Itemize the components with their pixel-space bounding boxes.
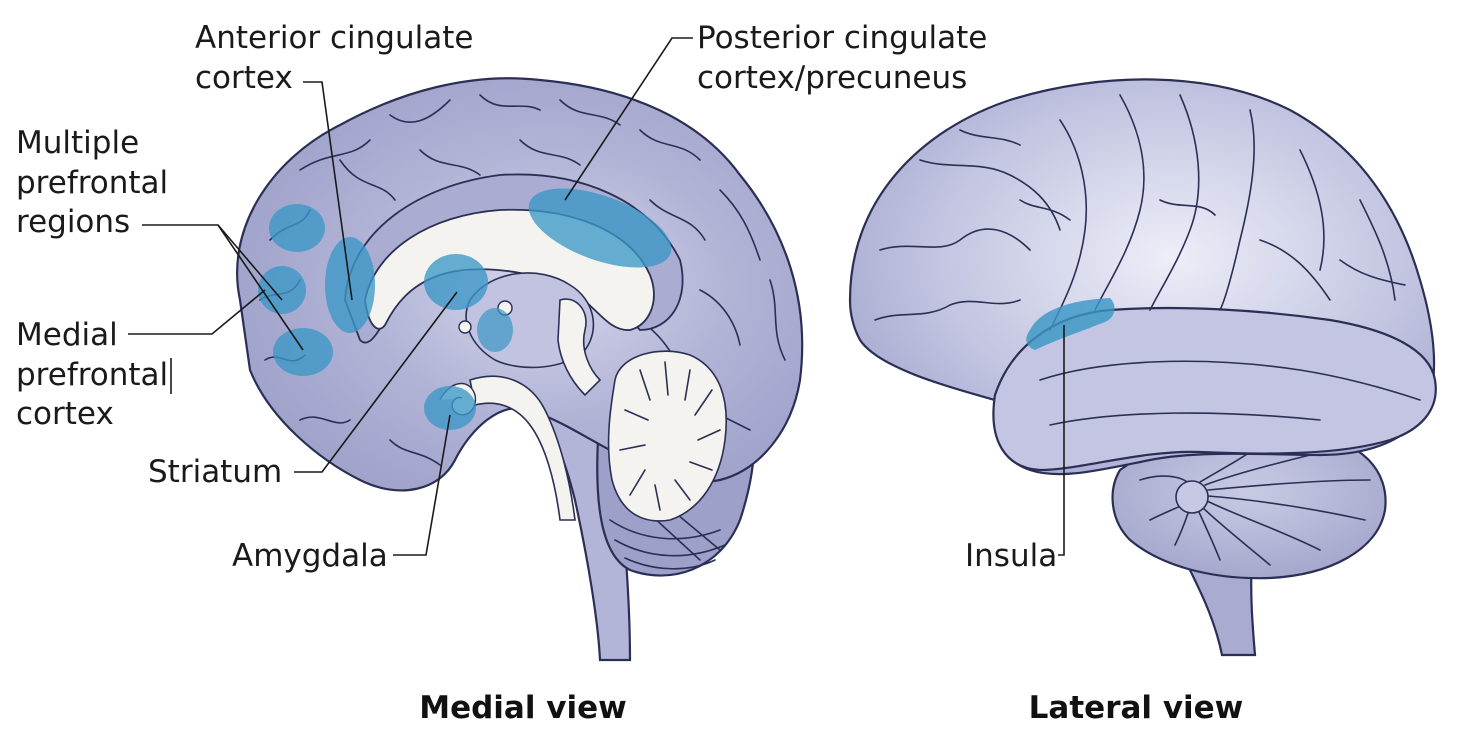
mpr-leader-branch — [217, 224, 283, 301]
acc-leader — [303, 81, 353, 301]
prefrontal-highlight-2 — [258, 266, 306, 314]
pcc-label-line2: cortex/precuneus — [697, 60, 967, 96]
pcc-label-line1: Posterior cingulate — [697, 20, 987, 56]
insula-leader — [1058, 325, 1065, 556]
amygdala-highlight — [424, 386, 476, 430]
mpfc-label-line1: Medial — [16, 317, 118, 353]
medial-view-caption: Medial view — [419, 690, 627, 726]
pcc-leader — [564, 37, 693, 201]
acc-label-line1: Anterior cingulate — [195, 20, 473, 56]
mpfc-leader — [128, 289, 266, 335]
brainstem-lateral — [1183, 553, 1257, 657]
arbor-branches — [619, 361, 721, 511]
inner-stem — [469, 375, 576, 521]
medial-brain: Anterior cingulate cortex Posterior cing… — [16, 20, 987, 726]
mpfc-label-line2: prefrontal — [16, 357, 168, 393]
medial-highlights — [258, 188, 672, 430]
striatum-label: Striatum — [148, 454, 282, 490]
acc-label-line2: cortex — [195, 60, 293, 96]
prefrontal-highlight-3 — [273, 328, 333, 376]
mpr-label-line1: Multiple — [16, 125, 139, 161]
striatum-highlight-2 — [477, 308, 513, 352]
pons-shape — [557, 298, 602, 397]
lateral-view-caption: Lateral view — [1029, 690, 1244, 726]
amygdala-label: Amygdala — [232, 538, 388, 574]
temporal-lobe — [992, 306, 1437, 472]
medial-leader-lines — [128, 37, 693, 556]
pcc-highlight — [528, 188, 672, 268]
lateral-gyri — [874, 94, 1421, 426]
prefrontal-highlight-1 — [269, 204, 325, 252]
arbor-vitae — [607, 350, 728, 522]
cerebellum-center — [1175, 480, 1209, 514]
lateral-brain: Insula Lateral view — [848, 78, 1437, 726]
mpr-label-line3: regions — [16, 204, 130, 240]
striatum-highlight — [424, 254, 488, 310]
striatum-leader — [294, 291, 458, 473]
insula-label: Insula — [965, 538, 1057, 574]
insula-highlight — [1026, 298, 1115, 350]
mpr-label-line2: prefrontal — [16, 165, 168, 201]
mammillary-dot — [458, 320, 472, 334]
amygdala-leader — [393, 414, 451, 556]
mpfc-label-line3: cortex — [16, 396, 114, 432]
